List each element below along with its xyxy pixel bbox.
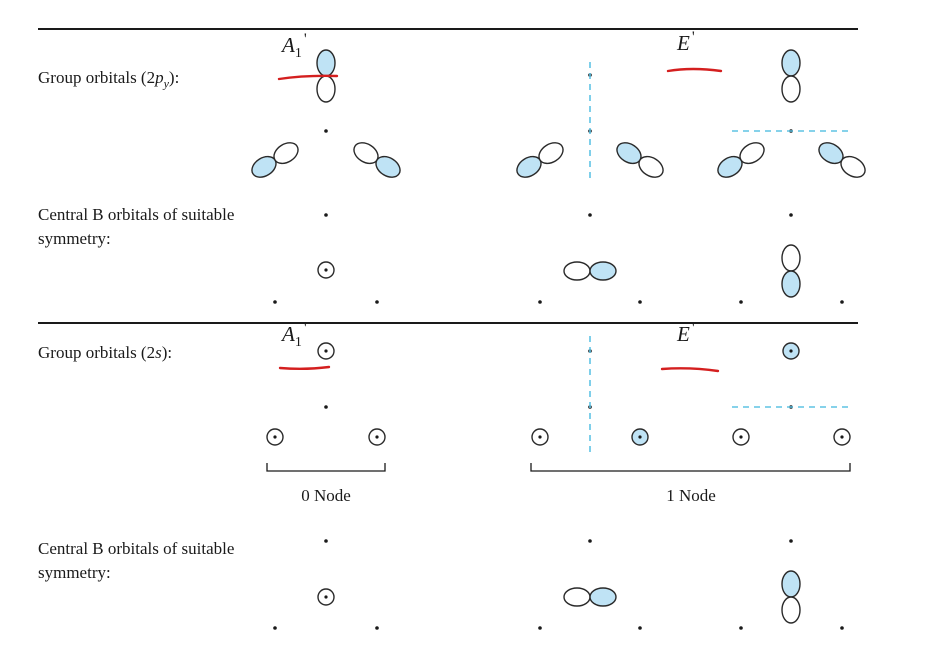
e1-s-left-orbital (531, 428, 549, 446)
b1-e2-left-dot (739, 300, 743, 304)
e1-s-right-orbital (631, 428, 649, 446)
b1-a1-top-dot (324, 213, 328, 217)
a1-py-left-orbital (247, 137, 303, 183)
b1-e1-top-dot (588, 213, 592, 217)
e2-py-left-orbital (713, 137, 769, 183)
e1-py-left-orbital (512, 137, 568, 183)
e2-py-right-orbital (814, 137, 870, 183)
central-b-label-2: Central B orbitals of suitable symmetry: (38, 539, 235, 582)
b2-e1-right-dot (638, 626, 642, 630)
b2-a1-s-orbital (317, 588, 335, 606)
b2-e2-top-dot (789, 539, 793, 543)
b1-a1-right-dot (375, 300, 379, 304)
b2-a1-right-dot (375, 626, 379, 630)
annotation-underline-a1-s (278, 365, 331, 370)
b2-e2-py-orbital (781, 570, 801, 624)
a1-s-left-orbital (266, 428, 284, 446)
central-b-label-1: Central B orbitals of suitable symmetry: (38, 205, 235, 248)
e2-s-top-orbital (782, 342, 800, 360)
s-row-label: Group orbitals (2s): (38, 343, 173, 362)
b1-e2-py-orbital (781, 244, 801, 298)
e2-py-top-orbital (781, 49, 801, 103)
b1-e1-right-dot (638, 300, 642, 304)
a1-s-center-dot (324, 405, 328, 409)
a1-s-right-orbital (368, 428, 386, 446)
b1-e1-px-orbital (563, 261, 617, 281)
a1-py-center-dot (324, 129, 328, 133)
b1-e2-top-dot (789, 213, 793, 217)
e-prime-label-s: E' (677, 320, 695, 346)
annotation-underline-e-s (660, 367, 720, 373)
e-prime-label-py: E' (677, 29, 695, 55)
one-node-bracket (530, 463, 851, 472)
e1-py-right-orbital (612, 137, 668, 183)
a1-s-top-orbital (317, 342, 335, 360)
b2-a1-left-dot (273, 626, 277, 630)
py-row-label: Group orbitals (2py): (38, 68, 180, 91)
zero-node-label: 0 Node (301, 486, 351, 505)
a1-prime-label-py: A1' (282, 31, 307, 61)
b1-a1-s-orbital (317, 261, 335, 279)
annotation-underline-e-py (666, 67, 723, 73)
b1-a1-left-dot (273, 300, 277, 304)
b2-e1-top-dot (588, 539, 592, 543)
a1-py-right-orbital (349, 137, 405, 183)
b2-e2-right-dot (840, 626, 844, 630)
b2-a1-top-dot (324, 539, 328, 543)
one-node-label: 1 Node (666, 486, 716, 505)
e2-s-right-orbital (833, 428, 851, 446)
b1-e1-left-dot (538, 300, 542, 304)
b2-e2-left-dot (739, 626, 743, 630)
zero-node-bracket (266, 463, 386, 472)
e2-s-left-orbital (732, 428, 750, 446)
a1-prime-label-s: A1' (282, 320, 307, 350)
annotation-underline-a1-py (277, 74, 339, 81)
b2-e1-px-orbital (563, 587, 617, 607)
b2-e1-left-dot (538, 626, 542, 630)
b1-e2-right-dot (840, 300, 844, 304)
